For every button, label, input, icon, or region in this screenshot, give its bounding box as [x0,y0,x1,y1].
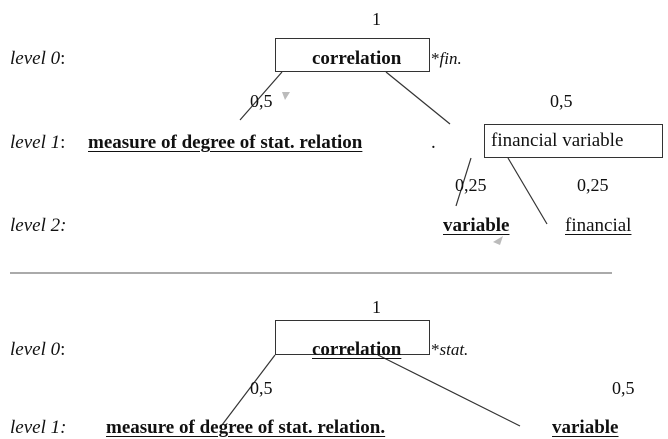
d2-left-weight: 0,5 [250,378,273,398]
arrow-marker-d1-left [282,92,290,100]
d1-left-weight: 0,5 [250,91,273,111]
d1-level2-label: level 2: [10,215,67,236]
d2-left-child: measure of degree of stat. relation. [106,417,386,438]
d1-root-weight: 1 [372,9,381,29]
d1-root-box [275,38,430,72]
d1-sub-left-weight: 0,25 [455,175,487,195]
d2-root-suffix: *stat. [431,340,469,359]
d1-right-child: financial variable [491,130,624,151]
edge-root-right-d1 [385,71,451,125]
edge-root-left-d1 [239,71,283,121]
d1-root-suffix: *fin. [431,49,462,68]
d1-right-weight: 0,5 [550,91,573,111]
d2-root-box [275,320,430,355]
d2-level1-label: level 1: [10,417,67,438]
d1-root-term: correlation [312,48,402,69]
d1-right-child-box [484,124,663,158]
arrow-marker-d1-variable [493,236,503,245]
d1-grand-right: financial [565,215,632,236]
d1-level0-label: level 0: [10,48,66,69]
edge-root-right-d2 [377,354,521,427]
d2-root-term: correlation [312,339,402,360]
d1-level1-label: level 1: [10,132,66,153]
edge-fv-financial [507,157,548,225]
d1-left-child-period: . [431,132,436,153]
d1-sub-right-weight: 0,25 [577,175,609,195]
d2-level0-label: level 0: [10,339,66,360]
d1-left-child: measure of degree of stat. relation [88,132,363,153]
d2-root-weight: 1 [372,297,381,317]
edge-root-left-d2 [221,354,276,426]
d2-right-weight: 0,5 [612,378,635,398]
d1-grand-left: variable [443,215,510,236]
d2-right-child: variable [552,417,619,438]
edge-fv-variable [455,157,472,207]
